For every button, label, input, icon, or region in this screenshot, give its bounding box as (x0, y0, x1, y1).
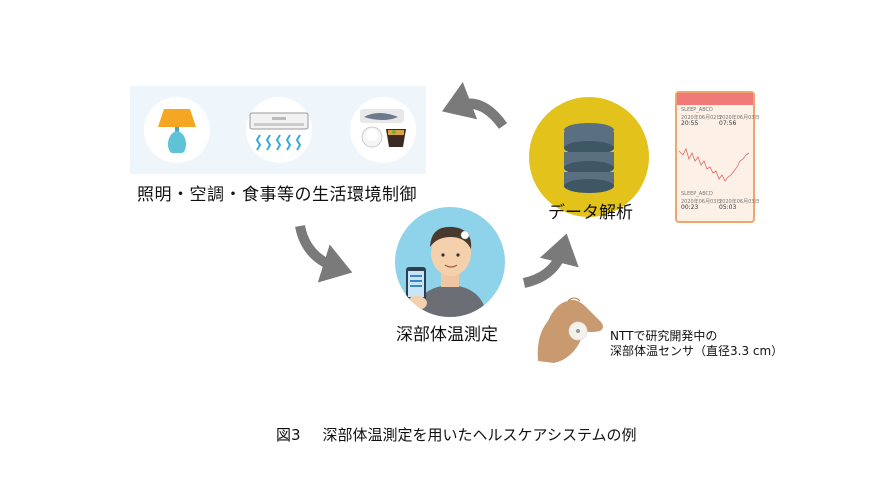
lamp-icon (158, 109, 196, 153)
deep-body-temp-label: 深部体温測定 (396, 325, 498, 345)
arrow-analysis-to-control (441, 81, 508, 130)
database-icon (529, 97, 649, 217)
phone-top-date-right: 2020年06月03日 (719, 115, 760, 121)
phone-bottom-date-left: 2020年06月03日 (681, 199, 722, 205)
figure-caption: 図3 深部体温測定を用いたヘルスケアシステムの例 (276, 424, 637, 445)
hand-with-sensor-icon (534, 291, 608, 363)
environment-control-label: 照明・空調・食事等の生活環境制御 (137, 185, 417, 205)
phone-top-date-left: 2020年06月02日 (681, 115, 722, 121)
phone-bottom-date-right: 2020年06月03日 (719, 199, 760, 205)
air-conditioner-icon-circle (246, 97, 312, 163)
phone-screen: SLEEP_ABCD 2020年06月02日 2020年06月03日 20:55… (675, 91, 759, 223)
air-conditioner-icon (249, 112, 309, 151)
environment-icons-panel (130, 86, 426, 174)
phone-status-bar (677, 93, 753, 105)
meal-icon (360, 109, 406, 148)
arrow-measurement-to-analysis (522, 233, 579, 288)
phone-top-header: SLEEP_ABCD (681, 107, 713, 113)
sensor-caption: NTTで研究開発中の 深部体温センサ（直径3.3 cm） (610, 329, 783, 359)
meal-icon-circle (350, 97, 416, 163)
figure-number: 図3 (276, 426, 301, 444)
lamp-icon-circle (144, 97, 210, 163)
sensor-caption-line1: NTTで研究開発中の (610, 329, 718, 343)
temperature-graph (679, 147, 750, 182)
sensor-caption-line2: 深部体温センサ（直径3.3 cm） (610, 344, 784, 358)
arrow-control-to-measurement (295, 224, 353, 283)
phone-bottom-time-start: 00:23 (681, 204, 699, 211)
data-analysis-label: データ解析 (548, 203, 633, 223)
phone-top-time-end: 07:56 (719, 120, 737, 127)
phone-top-time-start: 20:55 (681, 120, 699, 127)
person-with-smartphone-icon (395, 207, 505, 317)
phone-bottom-header: SLEEP_ABCD (681, 191, 713, 197)
phone-bottom-time-end: 05:03 (719, 204, 737, 211)
figure-title: 深部体温測定を用いたヘルスケアシステムの例 (322, 426, 637, 444)
